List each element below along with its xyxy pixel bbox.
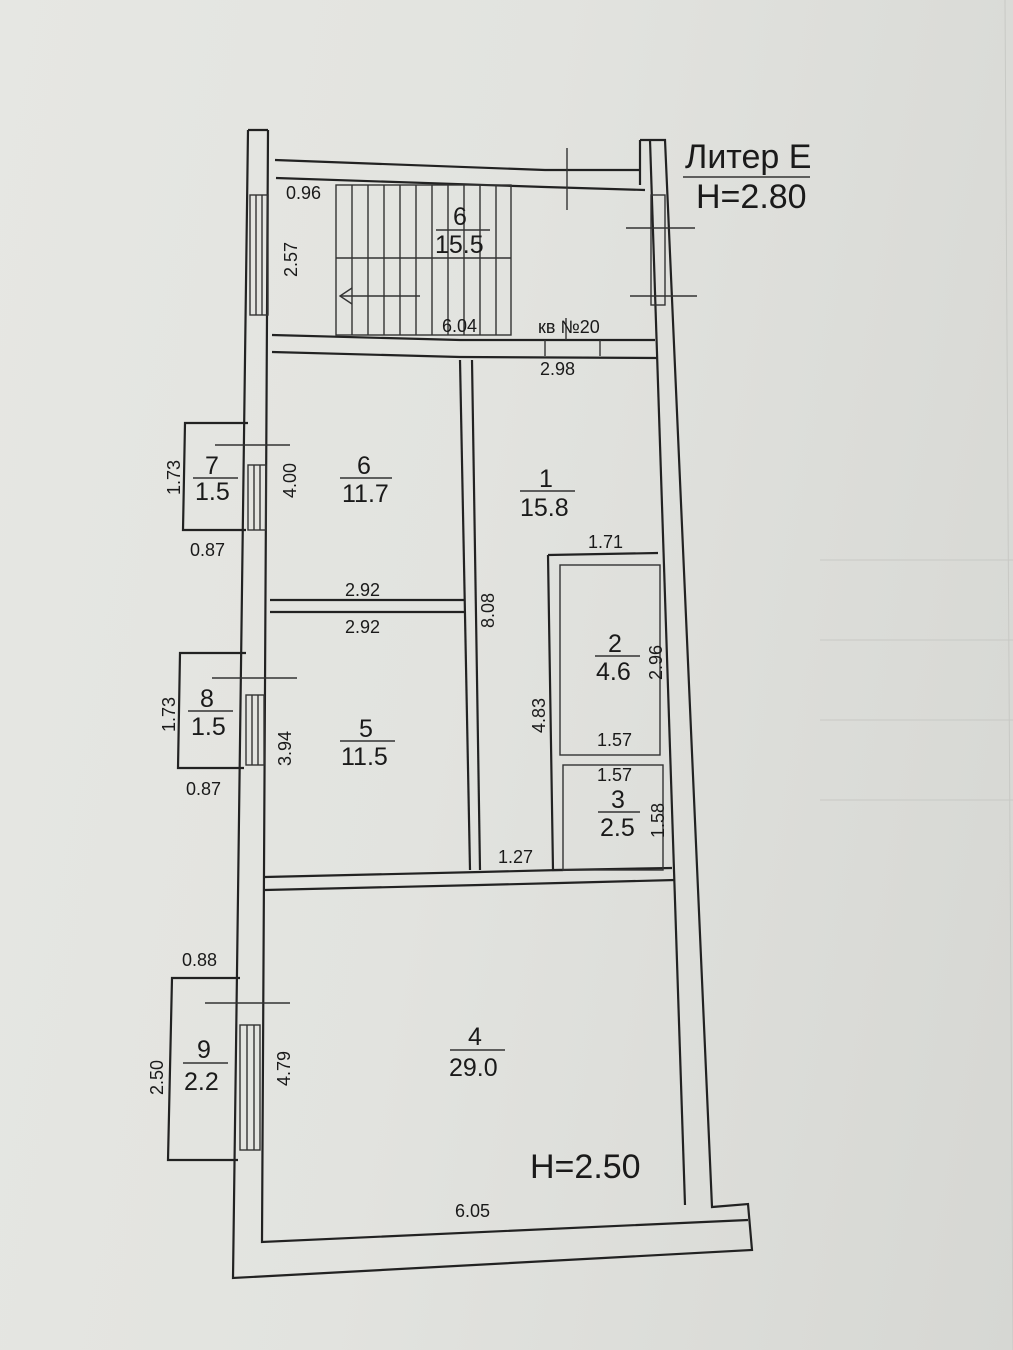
- dim-balcony8-width: 0.87: [186, 779, 221, 799]
- room-3-number: 3: [611, 786, 625, 814]
- dim-balcony7-width: 0.87: [190, 540, 225, 560]
- dim-stair-top: 0.96: [286, 183, 321, 203]
- balcony-9-area: 2.2: [184, 1068, 219, 1096]
- dim-corridor: 2.98: [540, 359, 575, 379]
- dim-room2-side: 4.83: [529, 698, 549, 733]
- dim-room6-height: 4.00: [280, 463, 300, 498]
- dim-room3-height: 1.58: [648, 803, 668, 838]
- balconies: [166, 421, 297, 1162]
- dim-room2-height: 2.96: [646, 645, 666, 680]
- dim-room2-top: 1.71: [588, 532, 623, 552]
- staircase: [271, 148, 697, 360]
- dim-room5-height: 3.94: [275, 731, 295, 766]
- dim-room4-width: 6.05: [455, 1201, 490, 1221]
- room-3-area: 2.5: [600, 814, 635, 842]
- room-4-area: 29.0: [449, 1054, 498, 1082]
- dim-balcony8-height: 1.73: [159, 697, 179, 732]
- room-stair-area: 15.5: [435, 231, 484, 259]
- dim-room5-top: 2.92: [345, 617, 380, 637]
- outer-walls: [231, 128, 754, 1280]
- dim-room6-width: 2.92: [345, 580, 380, 600]
- dim-balcony9-width: 0.88: [182, 950, 217, 970]
- dim-room3-top: 1.57: [597, 765, 632, 785]
- liter-label: Литер Е: [685, 138, 811, 176]
- room-1-area: 15.8: [520, 494, 569, 522]
- balcony-7-area: 1.5: [195, 478, 230, 506]
- paper-grid-lines: [820, 0, 1013, 1350]
- dim-room4-height: 4.79: [274, 1051, 294, 1086]
- balcony-9-number: 9: [197, 1036, 211, 1064]
- dim-room2-bottom: 1.57: [597, 730, 632, 750]
- room-6-area: 11.7: [342, 480, 389, 508]
- dim-stair-width: 6.04: [442, 316, 477, 336]
- dim-room1-bottom: 1.27: [498, 847, 533, 867]
- bottom-height-label: H=2.50: [530, 1148, 641, 1186]
- room-5-area: 11.5: [341, 743, 388, 771]
- room-5-number: 5: [359, 715, 373, 743]
- balcony-7-number: 7: [205, 452, 219, 480]
- room-2-area: 4.6: [596, 658, 631, 686]
- room-4-number: 4: [468, 1023, 482, 1051]
- top-height-label: H=2.80: [696, 178, 807, 216]
- dim-stair-side: 2.57: [281, 242, 301, 277]
- room-stair-number: 6: [453, 203, 467, 231]
- dim-balcony9-height: 2.50: [147, 1060, 167, 1095]
- balcony-8-number: 8: [200, 685, 214, 713]
- apartment-label: кв №20: [538, 317, 600, 337]
- dim-balcony7-height: 1.73: [164, 460, 184, 495]
- interior-walls: [264, 359, 676, 892]
- dim-room1-height: 8.08: [478, 593, 498, 628]
- room-6-number: 6: [357, 452, 371, 480]
- room-1-number: 1: [539, 465, 553, 493]
- balcony-8-area: 1.5: [191, 713, 226, 741]
- room-2-number: 2: [608, 630, 622, 658]
- windows: [239, 194, 666, 1151]
